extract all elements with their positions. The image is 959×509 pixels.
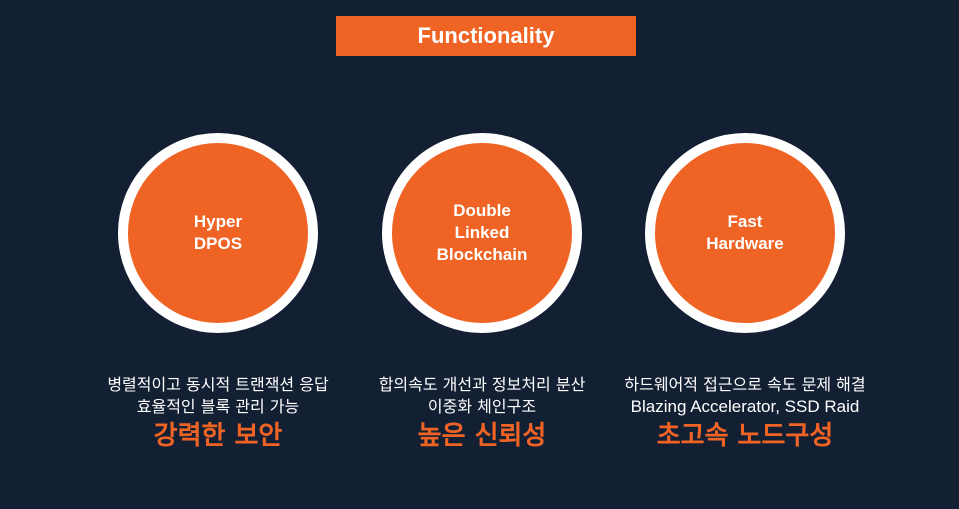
feature-circle-double-linked-blockchain: Double Linked Blockchain — [382, 133, 582, 333]
description-line: 하드웨어적 접근으로 속도 문제 해결 — [624, 375, 866, 394]
description-line: 효율적인 블록 관리 가능 — [136, 397, 300, 416]
feature-highlight: 강력한 보안 — [153, 421, 283, 451]
description-line: Blazing Accelerator, SSD Raid — [630, 397, 860, 416]
feature-highlight: 초고속 노드구성 — [656, 421, 834, 451]
feature-circle-fast-hardware: Fast Hardware — [645, 133, 845, 333]
description-line: 합의속도 개선과 정보처리 분산 — [378, 375, 586, 394]
feature-description-2: 합의속도 개선과 정보처리 분산 이중화 체인구조 높은 신뢰성 — [357, 374, 607, 454]
feature-description-3: 하드웨어적 접근으로 속도 문제 해결 Blazing Accelerator,… — [620, 374, 870, 454]
description-line: 병렬적이고 동시적 트랜잭션 응답 — [107, 375, 329, 394]
feature-circle-hyper-dpos: Hyper DPOS — [118, 133, 318, 333]
description-line: 이중화 체인구조 — [427, 397, 537, 416]
feature-description-1: 병렬적이고 동시적 트랜잭션 응답 효율적인 블록 관리 가능 강력한 보안 — [93, 374, 343, 454]
section-title: Functionality — [336, 16, 636, 56]
feature-highlight: 높은 신뢰성 — [417, 421, 547, 451]
